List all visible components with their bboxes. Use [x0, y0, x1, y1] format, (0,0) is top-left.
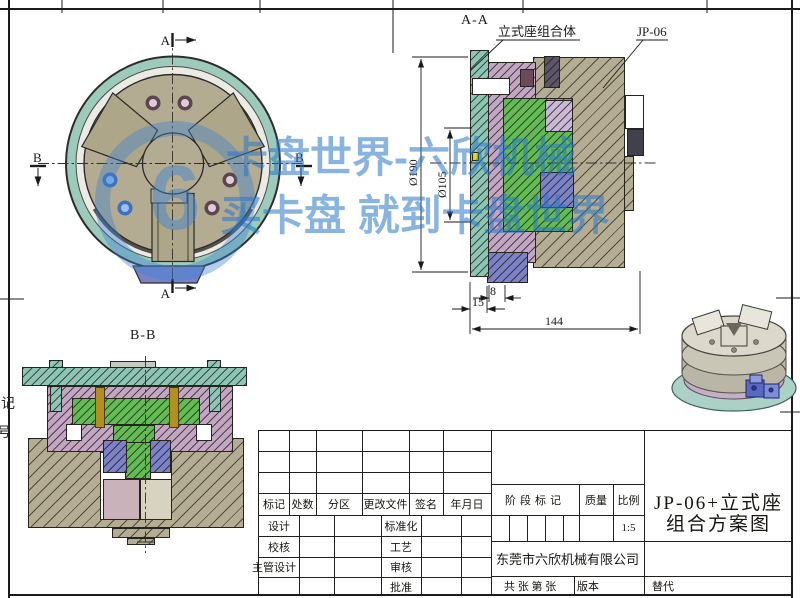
aa-dark-insert	[627, 129, 644, 156]
callout-seat-assembly: 立式座组合体	[498, 24, 576, 39]
dim-144: 144	[545, 314, 563, 328]
bb-notch-left	[66, 424, 82, 441]
bb-stud-right	[207, 360, 221, 368]
tb-title-line2: 组合方案图	[665, 514, 771, 535]
edge-label-ji: 记	[1, 397, 15, 412]
aa-slate-block	[544, 56, 560, 88]
label-b-left: B	[33, 150, 42, 165]
tb-zhuguansheji: 主管设计	[252, 562, 296, 574]
tb-sheji: 设计	[268, 520, 290, 533]
iso-blue-connector	[745, 374, 780, 399]
border-left	[8, 0, 10, 598]
tb-h-biaoji: 标记	[263, 499, 285, 511]
bb-notch-right	[196, 424, 212, 441]
bb-stud-left	[49, 360, 63, 368]
bb-cyl-left	[103, 479, 140, 520]
bb-blue-right	[150, 440, 171, 473]
tb-company: 东莞市六欣机械有限公司	[495, 552, 639, 567]
aa-mauve-patch	[545, 100, 573, 132]
tb-mass-label: 质量	[585, 494, 607, 507]
bb-cyl-right	[140, 479, 172, 520]
border-top	[0, 8, 800, 10]
front-bottom-arc	[92, 207, 254, 257]
bb-base-tab	[112, 528, 170, 538]
center-bore	[141, 132, 205, 195]
front-centerlines	[38, 34, 304, 293]
aa-blue-mid	[540, 172, 574, 208]
tb-h-genggai: 更改文件	[363, 499, 408, 511]
sheet-tick-marks	[0, 0, 800, 413]
tb-h-qianming: 签名	[415, 499, 437, 511]
tb-stage-label: 阶段标记	[505, 494, 565, 507]
dim-15: 15	[472, 295, 484, 309]
edge-label-hao: 号	[0, 426, 11, 441]
watermark-logo: 6	[95, 121, 255, 281]
label-a-bottom: A	[161, 286, 171, 301]
label-a-top: A	[161, 33, 171, 48]
watermark-logo-glyph: 6	[149, 146, 201, 249]
tb-pizhun: 批准	[390, 581, 412, 594]
tb-scale-label: 比例	[617, 494, 640, 507]
tb-h-fenqu: 分区	[328, 499, 350, 511]
aa-bore	[625, 95, 644, 129]
tb-h-chushu: 处数	[291, 499, 314, 511]
aa-green-nut	[503, 98, 573, 232]
label-b-right: B	[295, 150, 304, 165]
center-notch	[150, 188, 188, 204]
bb-green-bar	[72, 398, 200, 425]
dim-d105: Ø105	[435, 171, 449, 198]
tb-gongyi: 工艺	[390, 541, 412, 554]
bb-screw-right	[209, 386, 221, 412]
aa-screw-bore	[472, 78, 510, 95]
section-bb-title: B-B	[130, 328, 156, 343]
dim-8: 8	[490, 284, 496, 298]
bb-base-stub	[127, 538, 155, 545]
bb-screw-left	[50, 386, 62, 412]
tb-sheets: 共 张 第 张	[504, 581, 557, 593]
callout-jp06: JP-06	[637, 24, 667, 39]
aa-flange-plate	[470, 50, 489, 277]
aa-yellow-key	[472, 152, 479, 161]
front-blue-tab	[132, 265, 206, 284]
tb-shenhe: 审核	[390, 562, 412, 574]
bb-gray-bump	[110, 361, 156, 368]
tb-drawing-title: JP-06+立式座 组合方案图	[644, 489, 793, 539]
iso-jaws	[691, 304, 773, 347]
jaw-slots	[80, 91, 266, 263]
title-block: 标记 处数 分区 更改文件 签名 年月日 设计 标准化 校核 工艺 主管设计 审…	[252, 430, 793, 596]
dim-d190: Ø190	[406, 159, 420, 186]
bb-top-plate	[22, 367, 247, 386]
bb-green-stem	[113, 425, 155, 443]
tb-scale-value: 1:5	[621, 522, 636, 534]
bb-green-stem-lower	[125, 442, 151, 479]
tb-jiaohe: 校核	[268, 541, 290, 554]
bb-blue-left	[103, 440, 127, 473]
iso-center-wedge	[726, 323, 742, 336]
mount-holes	[102, 95, 238, 216]
tb-replace-label: 替代	[652, 581, 674, 593]
bb-pin-right	[169, 387, 179, 428]
tb-version-label: 版本	[577, 581, 599, 593]
aa-blue-bottom	[487, 252, 528, 283]
tb-biaozhunhua: 标准化	[384, 520, 418, 533]
iso-holes	[709, 339, 759, 353]
aa-chuck-step	[624, 156, 634, 211]
section-marks	[30, 33, 312, 293]
tb-title-line1: JP-06+立式座	[653, 493, 783, 514]
aa-maroon-block	[520, 69, 534, 87]
bb-pin-left	[95, 387, 105, 428]
tb-h-nianyueri: 年月日	[450, 499, 484, 511]
iso-view-chuck	[671, 304, 797, 412]
border-right	[791, 0, 793, 598]
front-view: A A B B	[30, 33, 312, 301]
section-aa-title: A-A	[461, 13, 489, 28]
